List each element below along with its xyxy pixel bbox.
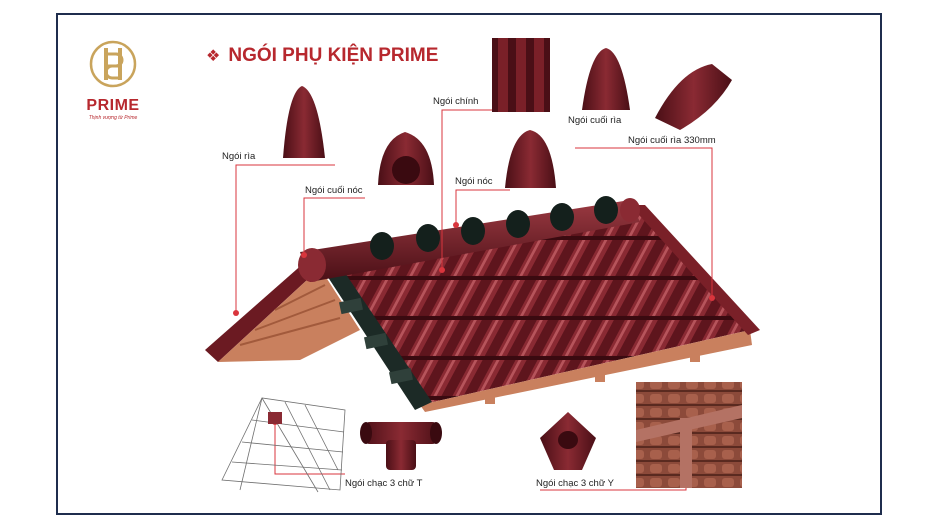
ridge <box>298 196 640 282</box>
label-ngoi-ria: Ngói rìa <box>222 151 256 162</box>
wireframe-highlight <box>268 412 282 424</box>
label-ngoi-cuoi-ria-330: Ngói cuối rìa 330mm <box>628 135 716 146</box>
wireframe-sketch <box>221 397 346 493</box>
page-frame <box>56 13 882 515</box>
label-ngoi-chac-t: Ngói chạc 3 chữ T <box>345 478 423 489</box>
installed-roof-photo <box>636 382 742 488</box>
ngoi-cuoi-noc-product <box>378 132 434 185</box>
page-title: ❖ NGÓI PHỤ KIỆN PRIME <box>206 45 438 67</box>
ngoi-cuoi-ria-330-product <box>655 64 732 130</box>
left-gable <box>205 262 360 362</box>
ngoi-noc-product <box>505 130 556 188</box>
brand-logo: PRIME Thịnh vượng từ Prime <box>82 38 144 121</box>
label-ngoi-chac-y: Ngói chạc 3 chữ Y <box>536 478 615 489</box>
ngoi-chac-t-product <box>360 422 442 470</box>
ngoi-cuoi-ria-product <box>582 48 630 110</box>
prime-logo-icon <box>89 40 137 88</box>
ngoi-chac-y-product <box>540 412 596 470</box>
brand-tagline: Thịnh vượng từ Prime <box>88 115 138 121</box>
diamond-bullet-icon: ❖ <box>206 48 221 65</box>
ngoi-chinh-product <box>492 38 550 112</box>
label-ngoi-noc: Ngói nóc <box>455 176 493 187</box>
brand-name: PRIME <box>86 97 140 114</box>
label-ngoi-cuoi-ria: Ngói cuối rìa <box>568 115 622 126</box>
label-ngoi-cuoi-noc: Ngói cuối nóc <box>305 185 363 196</box>
ngoi-ria-product <box>283 86 325 158</box>
title-text: NGÓI PHỤ KIỆN PRIME <box>228 45 439 66</box>
label-ngoi-chinh: Ngói chính <box>433 96 479 107</box>
